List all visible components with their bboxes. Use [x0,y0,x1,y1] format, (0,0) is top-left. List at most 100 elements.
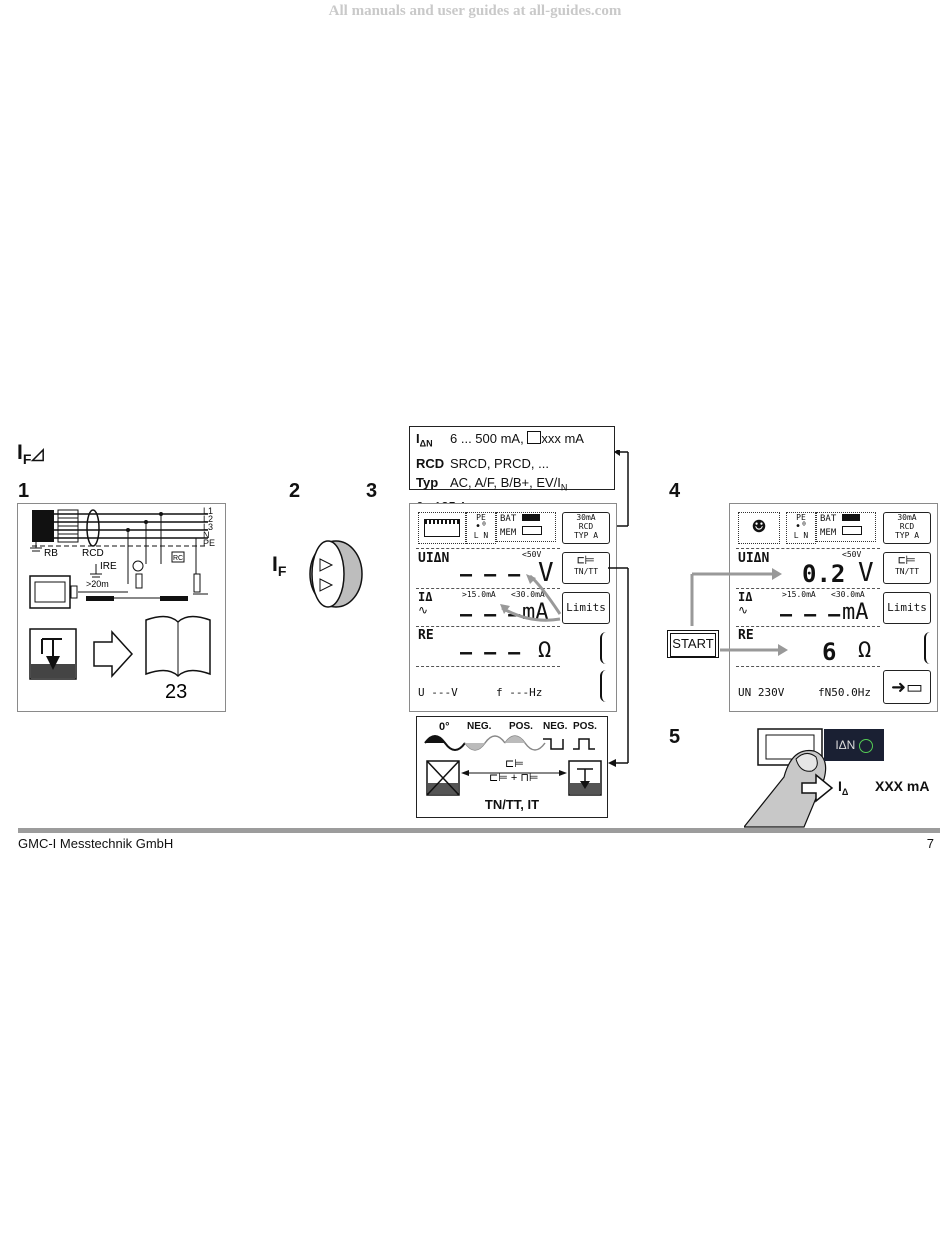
rcd-type-label-4: RCD [899,522,915,531]
info-value-ian-custom: xxx mA [541,431,584,446]
step-1-number: 1 [18,480,30,502]
info-connector [614,450,629,527]
mem-label: MEM [500,528,517,538]
mem-label-4: MEM [820,528,837,538]
ire-label: IRE [100,561,117,572]
wiring-diagram: RB RCD RC IRE >20m 23 [29,509,211,703]
i-max-limit-4: <30.0mA [831,590,865,599]
info-key-typ: Typ [416,474,439,490]
divider [416,626,560,627]
function-heading: IF◿ [17,441,44,467]
u-limit: <50V [522,550,542,559]
pe-dots-icon: •⁰ [474,521,488,532]
edit-icon [527,431,542,444]
re-label-4: RE [738,628,754,643]
tntt-label-4: TN/TT [894,567,920,576]
i-max-limit: <30.0mA [511,590,545,599]
step-2-number: 2 [289,480,301,502]
limits-button-4[interactable]: Limits [883,592,931,624]
limits-button[interactable]: Limits [562,592,610,624]
softkey-placeholder-4[interactable] [924,632,934,664]
u-touch-unit-4: V [858,558,874,588]
i-value-4: – – – [780,602,841,626]
save-button[interactable]: ➜▭ [883,670,931,704]
result-sym-sub: Δ [841,786,849,797]
info-value-typ: AC, A/F, B/B+, EV/I [450,474,561,490]
step-5-number: 5 [669,726,681,748]
battery-icon-4 [841,514,860,521]
step-3-number: 3 [366,480,378,502]
u-touch-value: – – – [460,562,521,586]
footer-company: GMC-I Messtechnik GmbH [18,836,174,851]
divider [736,548,880,549]
info-key-rcd: RCD [416,455,445,471]
footer-rule [18,828,940,833]
probe-symbol: ⊏⊨ [505,758,524,770]
label-l1: L1 [203,506,214,516]
start-arrows [690,568,788,656]
u-touch-label: UIΔN [418,551,450,566]
tntt-connector [608,567,629,767]
battery-memory-status-4: BAT MEM [816,512,876,542]
i-value: – – – [460,602,521,626]
step-4-number: 4 [669,480,681,502]
wave-label-pos: POS. [509,721,533,732]
rotary-label: IF [272,553,286,579]
wave-label-neg: NEG. [467,721,492,732]
u-touch-label-4: UIΔN [738,551,770,566]
waveform-icons: ⊏⊨ ⊏⊨ + ⊓⊨ [424,735,602,796]
divider [736,666,880,667]
result-arrow-icon [801,773,834,803]
memory-icon-4 [841,526,862,535]
ian-key-label: IΔN [835,738,856,752]
waveform-selection-box: 0° NEG. POS. NEG. POS. ⊏⊨ ⊏⊨ + ⊓⊨ TN/TT,… [416,716,608,818]
i-min-limit: >15.0mA [462,590,496,599]
memory-icon [521,526,542,535]
wave-label-0deg: 0° [439,721,450,733]
limits-arrows [500,574,562,622]
softkey-placeholder-2[interactable] [600,670,610,702]
i-unit-4: mA [842,600,869,625]
tntt-button-4[interactable]: ⊏⊨TN/TT [883,552,931,584]
label-n: N [203,530,210,540]
softkey-placeholder[interactable] [600,632,610,664]
network-type-label: TN/TT, IT [484,797,540,812]
probe-combo-symbol: ⊏⊨ + ⊓⊨ [489,772,539,784]
page-reference: 23 [165,681,187,703]
rcd-type-typ: TYP A [573,531,599,540]
power-icon [858,738,873,753]
rotary-label-sub: F [277,563,287,580]
start-button-label: START [670,633,716,657]
rb-label: RB [44,548,58,559]
heading-symbol: ◿ [31,446,44,463]
ln-label: L N [473,531,489,540]
ian-key-badge[interactable]: IΔN [824,729,884,761]
tntt-button[interactable]: ⊏⊨TN/TT [562,552,610,584]
info-key-ian-sub: ΔN [419,438,433,449]
i-label-4: IΔ [738,590,753,604]
rcd-type-current-4: 30mA [897,513,917,522]
rcd-type-typ-4: TYP A [894,531,920,540]
rcd-type-current: 30mA [576,513,596,522]
wiring-panel: RB RCD RC IRE >20m 23 [17,503,226,712]
line-labels: L1 L2 L3 N PE [203,506,215,548]
label-l2: L2 [203,514,214,524]
divider [736,588,880,589]
re-value: – – – [460,640,521,664]
nominal-frequency: fN50.0Hz [818,686,871,699]
i-min-limit-4: >15.0mA [782,590,816,599]
u-touch-unit: V [538,558,554,588]
rotary-switch-icon[interactable] [306,537,366,611]
result-symbol: IΔ [838,778,848,797]
rcd-mini-label: RC [173,555,183,562]
re-label: RE [418,628,434,643]
u-touch-value-4: 0.2 [802,560,846,588]
divider [736,626,880,627]
start-button[interactable]: START [667,630,719,658]
